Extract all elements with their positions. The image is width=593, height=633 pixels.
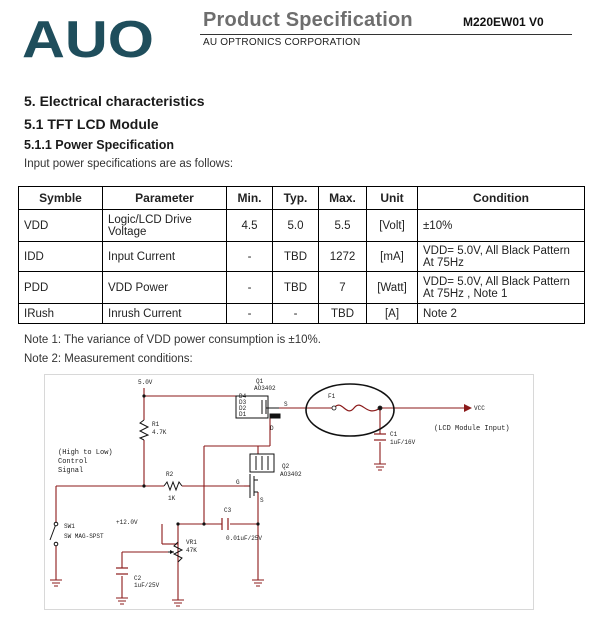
header-max: Max. (318, 186, 367, 210)
cell-parameter: Inrush Current (102, 303, 227, 324)
cell-parameter: VDD Power (102, 271, 227, 304)
label-control-2: Control (58, 458, 87, 466)
label-vr1: VR1 (186, 539, 197, 546)
note-1: Note 1: The variance of VDD power consum… (24, 334, 321, 346)
power-spec-table: Symble Parameter Min. Typ. Max. Unit Con… (18, 186, 585, 324)
inrush-measurement-schematic: 5.0V Q1 AO3402 D4 D3 D2 D1 S D F1 VCC (L… (44, 374, 534, 610)
cell-condition: VDD= 5.0V, All Black Pattern At 75Hz (417, 241, 585, 272)
label-sw1: SW1 (64, 523, 75, 530)
vcc-arrow-icon (464, 404, 472, 412)
label-control-1: (High to Low) (58, 449, 113, 457)
header-parameter: Parameter (102, 186, 227, 210)
table-row: PDD VDD Power - TBD 7 [Watt] VDD= 5.0V, … (18, 271, 585, 304)
label-c3: C3 (224, 507, 232, 514)
cell-min: - (226, 241, 273, 272)
note-2: Note 2: Measurement conditions: (24, 353, 193, 365)
cell-parameter: Logic/LCD Drive Voltage (102, 209, 227, 242)
ground-symbols (50, 463, 386, 607)
cell-unit: [Volt] (366, 209, 418, 242)
cell-max: 5.5 (318, 209, 367, 242)
fuse-highlight-ellipse (305, 383, 395, 437)
label-control-3: Signal (58, 467, 83, 475)
section-heading: 5. Electrical characteristics (24, 93, 205, 109)
cell-condition: ±10% (417, 209, 585, 242)
label-c3-value: 0.01uF/25V (226, 535, 262, 542)
fuse-f1 (331, 404, 383, 412)
cell-symbol: VDD (18, 209, 103, 242)
cell-typ: TBD (272, 271, 319, 304)
document-title: Product Specification (203, 9, 413, 31)
subsection-heading: 5.1 TFT LCD Module (24, 116, 159, 132)
cell-unit: [A] (366, 303, 418, 324)
cell-min: - (226, 271, 273, 304)
cell-typ: TBD (272, 241, 319, 272)
label-c1-value: 1uF/16V (390, 439, 416, 446)
label-q1: Q1 (256, 378, 264, 385)
header-min: Min. (226, 186, 273, 210)
label-c2-value: 1uF/25V (134, 582, 160, 589)
intro-text: Input power specifications are as follow… (24, 158, 234, 170)
label-d-pin: D (270, 425, 274, 432)
label-lcd-input: (LCD Module Input) (434, 425, 510, 433)
cell-min: - (226, 303, 273, 324)
label-r1-value: 4.7K (152, 429, 167, 436)
table-row: IRush Inrush Current - - TBD [A] Note 2 (18, 303, 585, 324)
cell-condition: VDD= 5.0V, All Black Pattern At 75Hz , N… (417, 271, 585, 304)
cell-max: 7 (318, 271, 367, 304)
header-rule (200, 34, 572, 35)
logo-text: AUO (22, 14, 154, 60)
label-12v: +12.0V (116, 519, 138, 526)
auo-logo: AUO (22, 14, 154, 60)
label-s-pin: S (284, 401, 288, 408)
subsubsection-heading: 5.1.1 Power Specification (24, 138, 175, 152)
header-symbol: Symble (18, 186, 103, 210)
mosfet-q2 (249, 453, 275, 498)
label-c1: C1 (390, 431, 398, 438)
cell-symbol: IRush (18, 303, 103, 324)
label-d1: D1 (239, 411, 247, 418)
header-typ: Typ. (272, 186, 319, 210)
label-d4: D4 (239, 393, 247, 400)
label-r2-value: 1K (168, 495, 176, 502)
label-d2: D2 (239, 405, 247, 412)
label-d3: D3 (239, 399, 247, 406)
cell-unit: [mA] (366, 241, 418, 272)
label-q2: Q2 (282, 463, 290, 470)
corporation-name: AU OPTRONICS CORPORATION (203, 37, 361, 48)
label-sw1-part: SW MAG-SPST (64, 533, 104, 540)
cell-max: 1272 (318, 241, 367, 272)
cell-max: TBD (318, 303, 367, 324)
table-row: VDD Logic/LCD Drive Voltage 4.5 5.0 5.5 … (18, 209, 585, 242)
table-row: IDD Input Current - TBD 1272 [mA] VDD= 5… (18, 241, 585, 272)
table-header-row: Symble Parameter Min. Typ. Max. Unit Con… (18, 186, 585, 210)
label-c2: C2 (134, 575, 142, 582)
cell-min: 4.5 (226, 209, 273, 242)
cell-condition: Note 2 (417, 303, 585, 324)
label-vr1-value: 47K (186, 547, 197, 554)
switch-sw1 (49, 521, 59, 547)
label-vcc: VCC (474, 405, 485, 412)
cell-unit: [Watt] (366, 271, 418, 304)
cell-parameter: Input Current (102, 241, 227, 272)
resistor-r1 (138, 419, 150, 441)
label-s-pin-2: S (260, 497, 264, 504)
header-unit: Unit (366, 186, 418, 210)
potentiometer-vr1 (172, 541, 184, 563)
cell-typ: 5.0 (272, 209, 319, 242)
cell-symbol: PDD (18, 271, 103, 304)
mosfet-q1 (235, 395, 281, 419)
label-q1-part: AO3402 (254, 385, 276, 392)
cell-symbol: IDD (18, 241, 103, 272)
label-f1: F1 (328, 393, 336, 400)
model-number: M220EW01 V0 (463, 15, 544, 29)
label-g-pin: G (236, 479, 240, 486)
label-r1: R1 (152, 421, 160, 428)
header-condition: Condition (417, 186, 585, 210)
label-q2-part: AO3402 (280, 471, 302, 478)
cell-typ: - (272, 303, 319, 324)
label-r2: R2 (166, 471, 174, 478)
label-5v: 5.0V (138, 379, 153, 386)
resistor-r2 (163, 480, 183, 492)
